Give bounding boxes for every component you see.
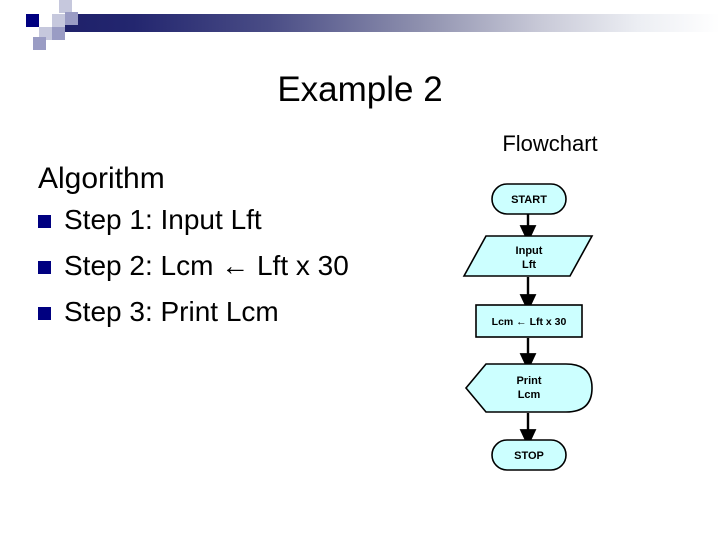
flowchart-node-stop[interactable]: STOP <box>491 439 567 471</box>
banner-square-6 <box>39 14 52 27</box>
stop-label: STOP <box>514 450 544 462</box>
banner-gradient-bar <box>38 14 720 32</box>
flowchart-node-process[interactable]: Lcm ← Lft x 30 <box>475 304 583 338</box>
header-banner <box>0 0 720 50</box>
banner-square-11 <box>52 27 65 40</box>
algorithm-step-item: Step 1: Input Lft <box>38 202 438 238</box>
process-rectangle-shape <box>475 304 583 338</box>
algorithm-heading: Algorithm <box>38 162 165 195</box>
banner-square-10 <box>39 27 52 40</box>
algorithm-step-item: Step 3: Print Lcm <box>38 294 438 330</box>
input-label-line2: Lft <box>522 259 536 271</box>
banner-square-12 <box>33 37 46 50</box>
input-parallelogram-shape <box>462 235 594 277</box>
banner-square-9 <box>26 27 39 40</box>
algorithm-step-text: Step 3: Print Lcm <box>64 296 279 327</box>
start-label: START <box>511 194 547 206</box>
flowchart-node-input[interactable]: Input Lft <box>462 235 594 277</box>
banner-square-1 <box>33 0 46 13</box>
print-label-line2: Lcm <box>518 389 541 401</box>
banner-square-0 <box>20 4 33 17</box>
banner-square-3 <box>59 0 72 13</box>
flowchart-diagram: START Input Lft Lcm ← Lft x 30 Print Lcm… <box>440 172 700 492</box>
banner-square-4 <box>13 14 26 27</box>
stop-terminator-shape <box>491 439 567 471</box>
flowchart-heading: Flowchart <box>502 131 598 156</box>
process-label: Lcm ← Lft x 30 <box>492 316 567 328</box>
print-display-shape <box>464 363 593 413</box>
square-bullet-icon <box>38 306 51 320</box>
flowchart-node-print[interactable]: Print Lcm <box>464 363 593 413</box>
algorithm-step-item: Step 2: Lcm ← Lft x 30 <box>38 248 438 284</box>
algorithm-step-text: Step 2: Lcm ← Lft x 30 <box>64 250 349 281</box>
banner-square-7 <box>52 14 65 27</box>
flowchart-node-start[interactable]: START <box>491 183 567 215</box>
algorithm-step-text: Step 1: Input Lft <box>64 204 262 235</box>
banner-square-8 <box>65 12 78 25</box>
input-label-line1: Input <box>516 245 543 257</box>
start-terminator-shape <box>491 183 567 215</box>
banner-square-2 <box>46 0 59 13</box>
square-bullet-icon <box>38 260 51 274</box>
square-bullet-icon <box>38 214 51 228</box>
print-label-line1: Print <box>516 375 541 387</box>
slide-title: Example 2 <box>277 70 443 109</box>
banner-square-5 <box>26 14 39 27</box>
